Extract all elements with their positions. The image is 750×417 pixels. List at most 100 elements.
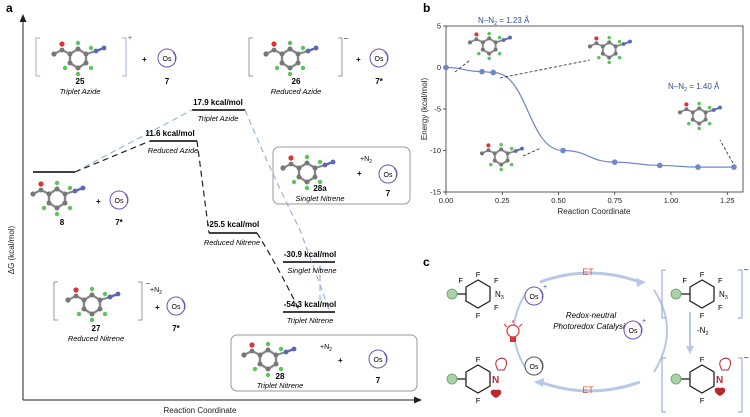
plus-26: + [356,55,361,64]
annotation-bond-2: N–N2 = 1.40 Å [668,82,720,93]
data-point [443,64,449,71]
molecule-25 [50,39,108,78]
y-tick-label: 5 [437,22,441,31]
chart-y-label: Energy (kcal/mol) [420,78,429,141]
compound-25: 25 [76,77,85,86]
fluorine-4: F [476,311,481,320]
os-oxidized-label: Os [629,328,638,335]
nitrene-n-label: N [716,375,723,386]
charge-27: – [146,280,150,287]
level-value-4: -30.9 kcal/mol [284,250,336,259]
structure-28: +N2 + Os 28 Triplet Nitrene 7 [230,334,418,392]
azide-label: N3 [495,290,504,301]
pathways [74,109,331,313]
os-label-25: Os [163,56,172,63]
panel-a-y-axis-label: ΔG (kcal/mol) [7,225,16,274]
panel-label-a: a [6,1,13,15]
compound-28-name: Triplet Nitrene [257,381,304,390]
structure-26: – + Os 26 Reduced Azide 7* [248,35,389,96]
n2-27: +N2 [150,287,162,296]
molecule-28a [279,153,337,192]
level-label-4: Singlet Nitrene [287,266,336,275]
azide-radical-anion: – F F F F F N3 [661,265,749,320]
data-point [490,69,497,76]
compound-8: 8 [60,218,65,227]
path-to-triplet-nitrene [256,232,301,313]
plus-28a: + [357,169,362,178]
level-label-2: Reduced Azide [148,146,199,155]
n2-loss-label: -N2 [697,326,709,337]
os-label-27: Os [172,304,181,311]
data-point [611,159,618,165]
fluorine-1: F [476,270,481,279]
molecule-26 [262,39,320,78]
path-to-reduced-nitrene [196,140,210,234]
x-tick-label: 1.25 [720,196,735,205]
os-label-28: Os [374,357,383,364]
compound-27-name: Reduced Nitrene [68,334,124,343]
plus-8: + [96,197,101,206]
series-points [443,64,737,170]
structure-8: + Os 8 7* [29,179,129,227]
y-tick-label: -5 [434,105,441,114]
structure-27: – +N2 + Os 27 Reduced Nitrene 7* [53,280,186,343]
fluorine-10: F [682,276,687,285]
compound-25-name: Triplet Azide [60,87,101,96]
os-excited-charge: + [543,284,547,291]
chart-leader-lines [454,59,734,164]
level-value-3: -25.5 kcal/mol [207,220,259,229]
os-label-26: Os [375,56,384,63]
partner-27: 7* [172,324,180,333]
n2-28a: +N2 [360,156,372,165]
compound-26-name: Reduced Azide [271,87,322,96]
fluorine-3: F [494,303,499,312]
x-tick-label: 0.50 [551,196,566,205]
arrow-top [539,271,641,284]
partner-28a: 7 [386,189,391,198]
data-point [479,68,485,75]
compound-26: 26 [292,77,301,86]
fluorine-7: F [718,276,723,285]
fluorine-11: F [700,355,705,364]
charge-26: – [344,35,348,42]
plus-25: + [142,55,147,64]
aryl-nitrene: N F F [446,355,508,405]
arrow-right [653,289,668,373]
os-label-28a: Os [384,172,393,179]
x-tick-label: 0.25 [495,196,510,205]
compound-27: 27 [92,324,101,333]
charge-25: + [128,35,132,42]
x-tick-label: 0.75 [607,196,622,205]
fluorine-6: F [700,270,705,279]
data-point [695,164,701,170]
level-value-1: 17.9 kcal/mol [193,98,243,107]
fluorine-9: F [700,311,705,320]
energy-levels [33,109,335,313]
x-tick-label: 0.00 [439,196,454,205]
panel-a-x-axis-label: Reaction Coordinate [164,406,237,415]
arrow-bottom [539,380,641,393]
et-bottom: ET [582,385,594,395]
compound-28a: 28a [313,184,327,193]
azide-anion-charge: – [744,265,749,274]
et-top: ET [582,267,594,277]
level-value-5: -54.3 kcal/mol [284,300,336,309]
fluorine-14: F [476,396,481,405]
os-oxidized-charge: + [642,318,646,325]
path-triplet-to-nitrene [244,109,331,313]
level-value-2: 11.6 kcal/mol [145,129,194,138]
path-to-triplet-azide [74,109,193,173]
os-ground [524,356,544,376]
fluorine-12: F [700,396,705,405]
partner-8: 7* [115,218,123,227]
partner-25: 7 [165,77,170,86]
os-excited-label: Os [530,294,539,301]
molecule-27 [64,285,122,324]
data-point [560,147,566,154]
structure-25: + + Os 25 Triplet Azide 7 [35,35,177,96]
partner-26: 7* [375,77,383,86]
fluorine-13: F [476,355,481,364]
fluorine-5: F [458,276,463,285]
fluorine-2: F [494,276,499,285]
